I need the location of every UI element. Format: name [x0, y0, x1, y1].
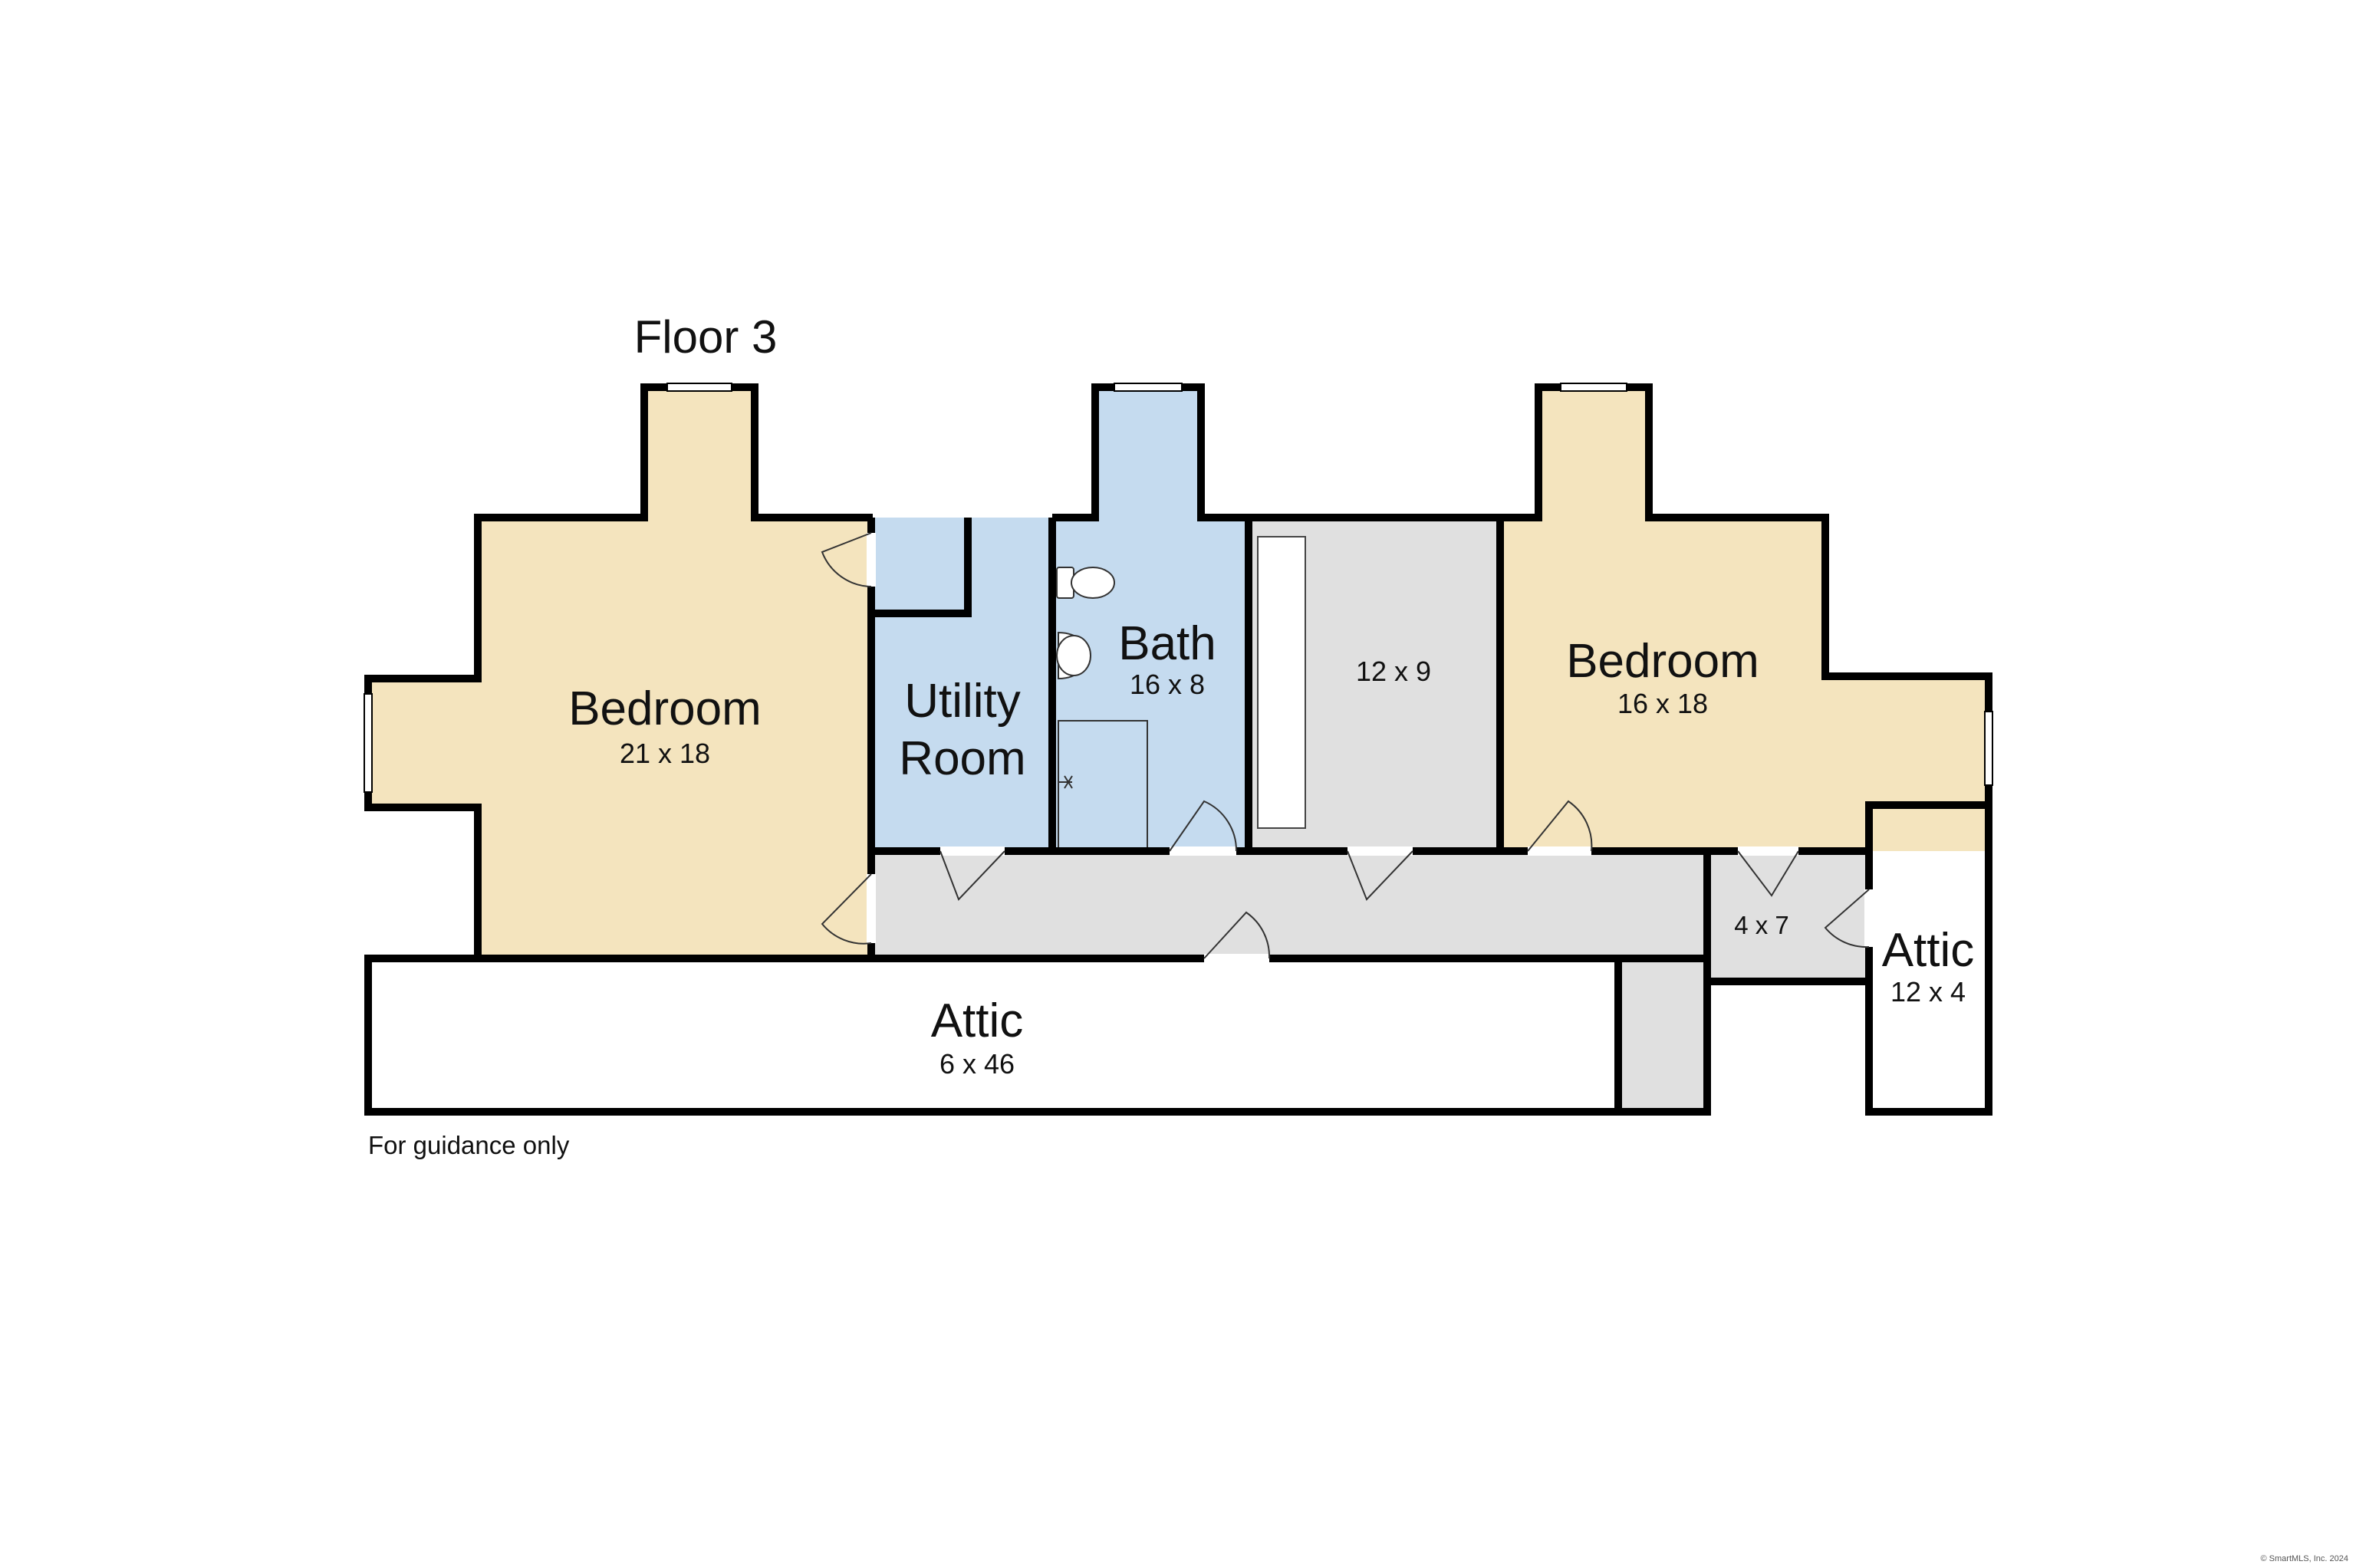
closet-floor [1707, 851, 1869, 981]
left-bedroom-name: Bedroom [568, 682, 762, 735]
copyright-notice: © SmartMLS, Inc. 2024 [2261, 1554, 2349, 1563]
guidance-note: For guidance only [368, 1131, 570, 1159]
bottom-attic-dims: 6 x 46 [939, 1048, 1015, 1080]
floor-title: Floor 3 [634, 311, 778, 363]
door-openings [867, 533, 1874, 963]
mid-room-dims: 12 x 9 [1356, 656, 1431, 687]
toilet-icon [1056, 567, 1115, 599]
left-bedroom-dims: 21 x 18 [620, 738, 710, 769]
windows [364, 383, 1993, 793]
bottom-attic-name: Attic [931, 994, 1024, 1047]
left-bedroom-floor [368, 387, 888, 958]
right-bedroom-dims: 16 x 18 [1617, 688, 1708, 719]
sink-icon [1056, 631, 1091, 680]
right-bedroom-floor [1500, 387, 1989, 851]
bath-name: Bath [1118, 617, 1216, 670]
hall-floor [873, 851, 1707, 1112]
bath-stair-well [1257, 536, 1306, 829]
utility-room-name-2: Room [899, 732, 1025, 785]
door-swings [821, 532, 1870, 959]
utility-room-name-1: Utility [904, 675, 1021, 728]
bath-dims: 16 x 8 [1130, 669, 1205, 700]
right-attic-dims: 12 x 4 [1890, 976, 1966, 1008]
shower-head-icon [1058, 775, 1073, 789]
right-bedroom-name: Bedroom [1566, 635, 1759, 688]
right-attic-name: Attic [1882, 924, 1975, 977]
closet-dims: 4 x 7 [1734, 911, 1789, 939]
utility-room-floor [873, 518, 1052, 851]
mid-room-floor [1249, 518, 1500, 851]
